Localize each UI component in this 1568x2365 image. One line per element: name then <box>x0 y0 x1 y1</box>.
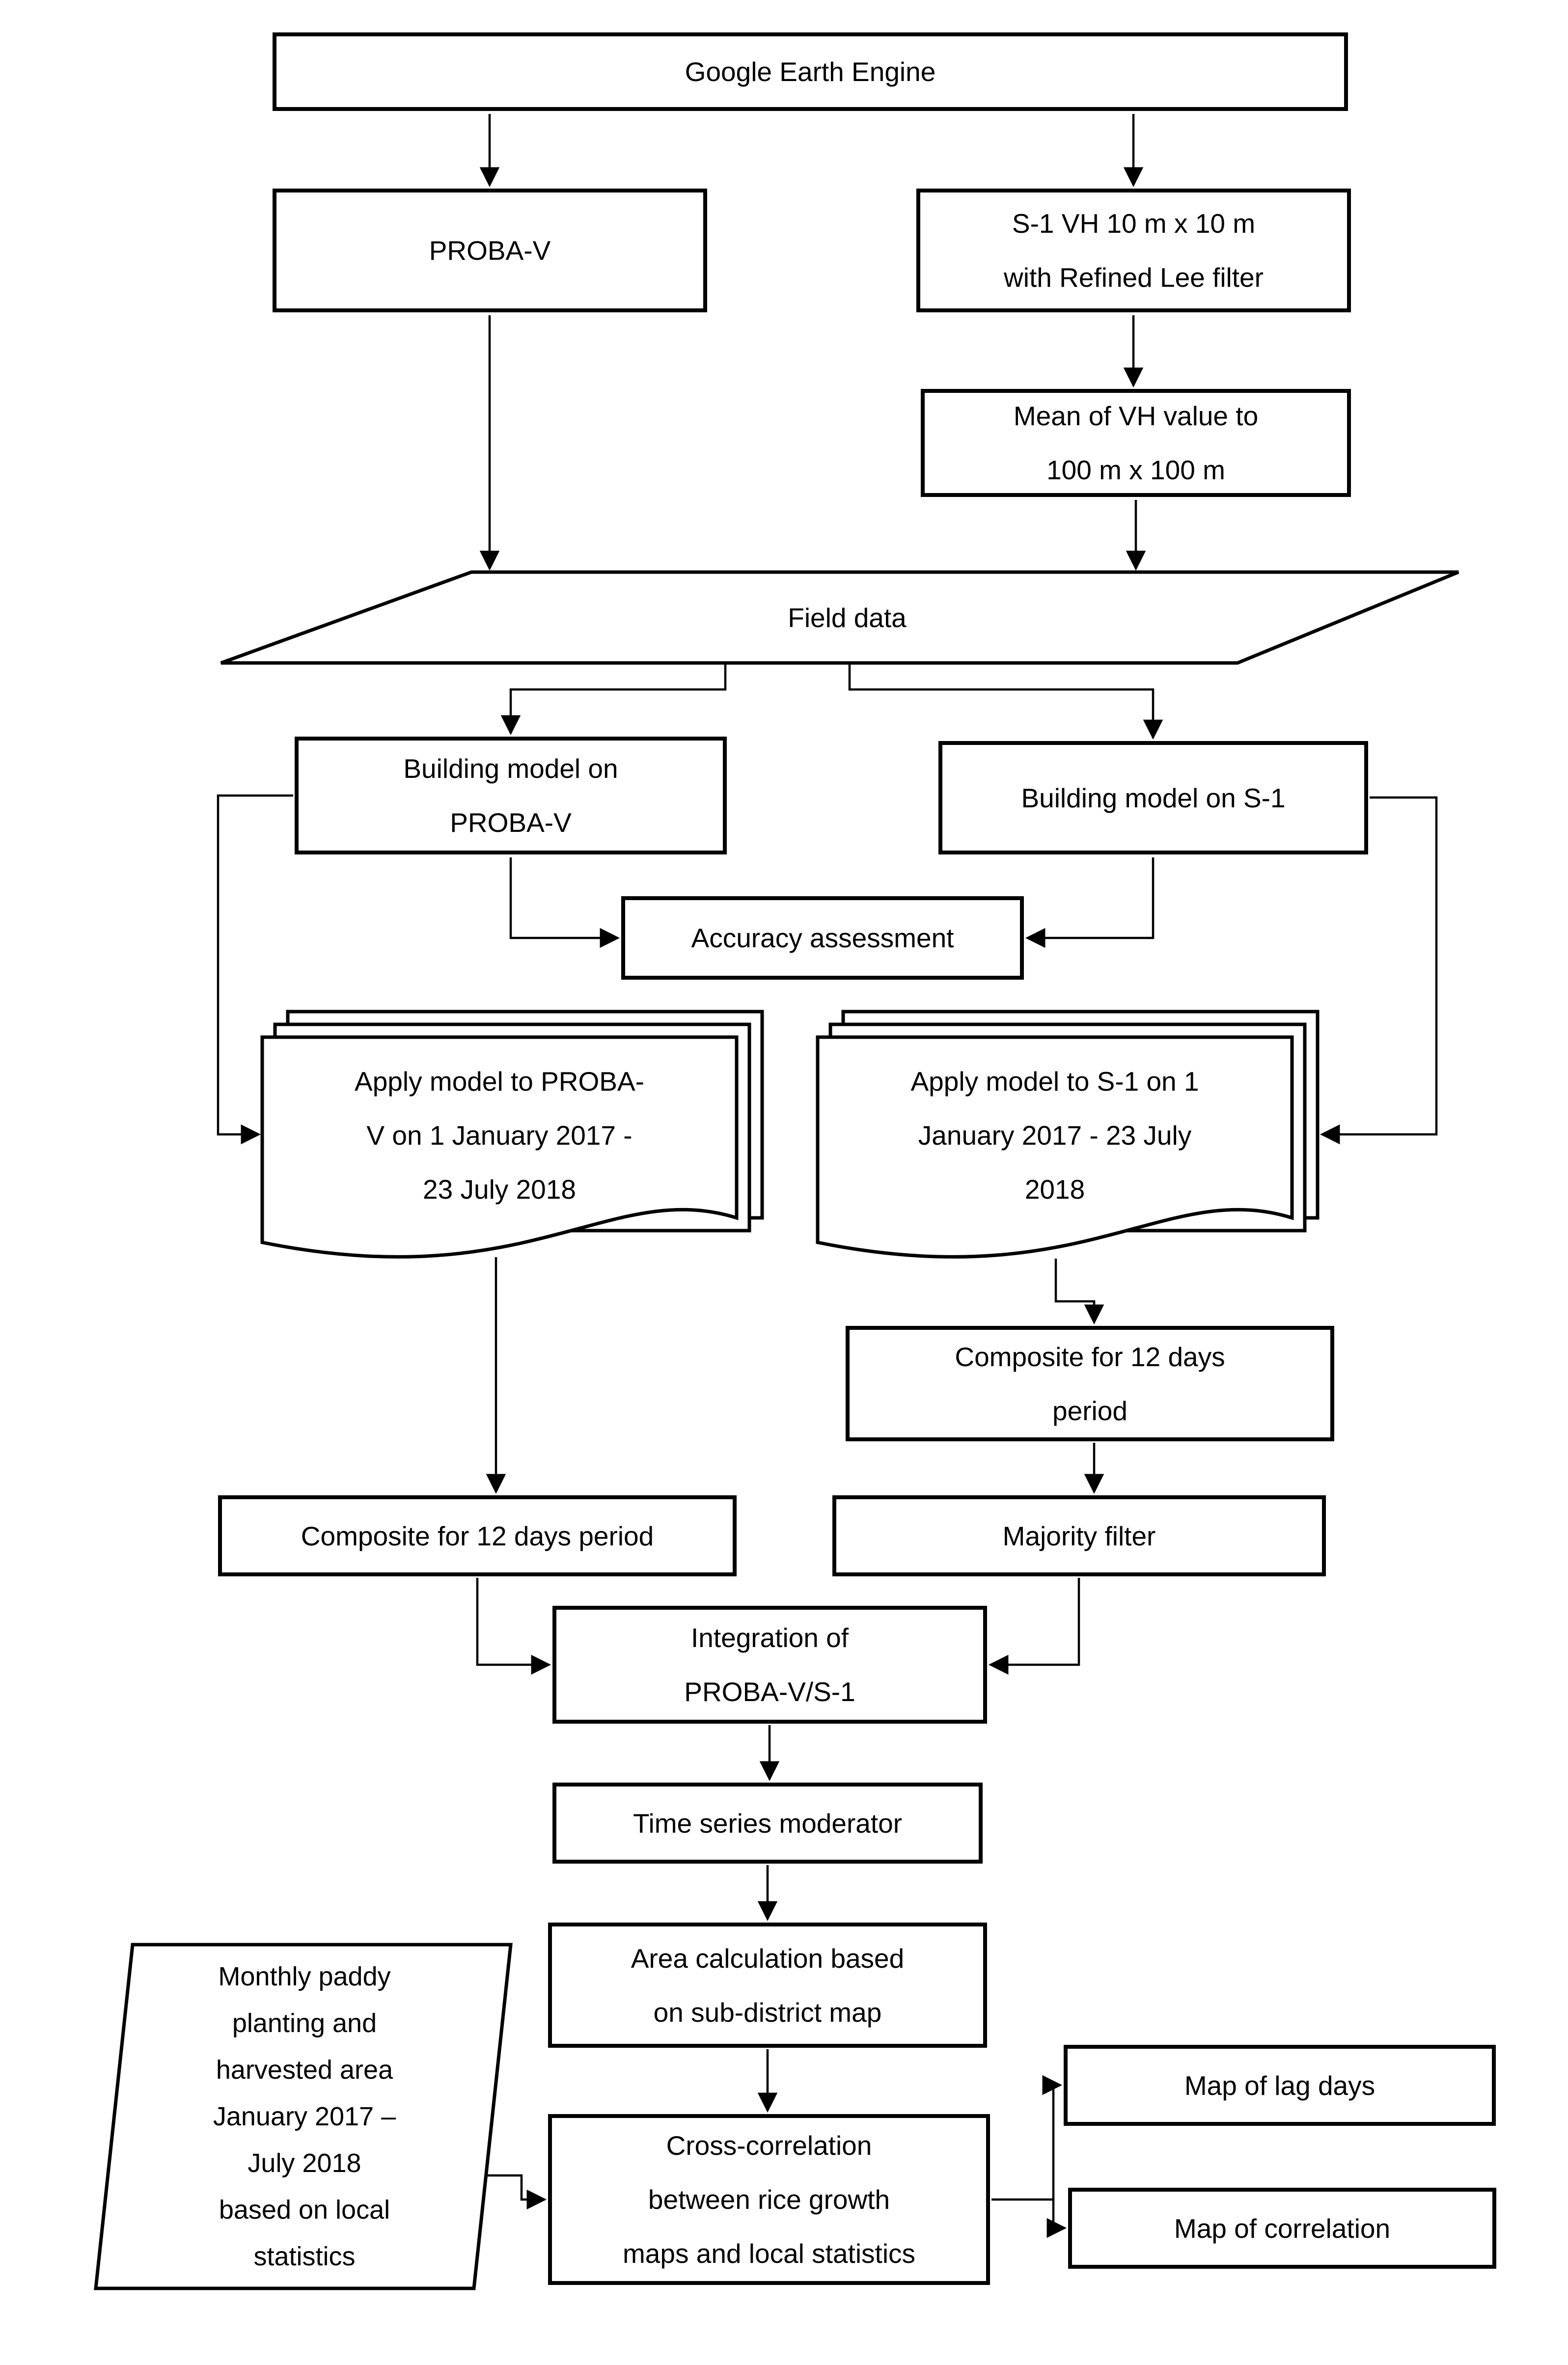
node-accuracy-assessment: Accuracy assessment <box>621 896 1024 980</box>
node-mean-vh: Mean of VH value to 100 m x 100 m <box>921 389 1351 497</box>
arrow-crosscorr-to-maplag <box>991 2075 1063 2201</box>
node-cross-correlation: Cross-correlation between rice growth ma… <box>548 2114 990 2285</box>
label-apply-model-s1: Apply model to S-1 on 1 January 2017 - 2… <box>910 1066 1199 1205</box>
node-composite-s1: Composite for 12 days period <box>846 1326 1334 1441</box>
arrow-majority-to-integration <box>988 1578 1080 1675</box>
label-apply-model-proba-v: Apply model to PROBA- V on 1 January 201… <box>355 1066 644 1205</box>
label-local-statistics: Monthly paddy planting and harvested are… <box>213 1961 396 2271</box>
local-statistics-parallelogram <box>94 1943 513 2290</box>
arrow-bm-s1-to-doc <box>1320 796 1438 1145</box>
apply-model-proba-v-document-stack <box>260 1010 764 1259</box>
arrow-doc-s1-to-composite <box>1054 1259 1104 1325</box>
arrow-bm-s1-to-accuracy <box>1025 857 1155 948</box>
field-data-parallelogram <box>220 570 1459 665</box>
node-s1-vh: S-1 VH 10 m x 10 m with Refined Lee filt… <box>916 189 1351 312</box>
arrow-bm-probav-to-doc <box>217 794 293 1145</box>
arrow-bm-probav-to-accuracy <box>509 857 620 948</box>
arrow-fielddata-to-bm-probav <box>500 664 727 736</box>
node-map-of-correlation: Map of correlation <box>1068 2188 1496 2269</box>
node-time-series-moderator: Time series moderator <box>552 1783 983 1864</box>
node-building-model-s1: Building model on S-1 <box>938 741 1368 854</box>
apply-model-s1-document-stack <box>816 1010 1320 1259</box>
arrow-fielddata-to-bm-s1 <box>848 664 1163 740</box>
node-composite-proba-v: Composite for 12 days period <box>218 1495 737 1576</box>
arrow-composite-pv-to-integration <box>476 1578 551 1675</box>
node-majority-filter: Majority filter <box>832 1495 1326 1576</box>
node-integration: Integration of PROBA-V/S-1 <box>552 1606 987 1724</box>
node-map-of-lag-days: Map of lag days <box>1064 2045 1496 2126</box>
label-field-data: Field data <box>788 602 907 633</box>
arrow-statistics-to-crosscorr <box>485 2174 547 2210</box>
arrow-crosscorr-to-mapcorr <box>1046 2200 1067 2238</box>
node-building-model-proba-v: Building model on PROBA-V <box>295 737 727 854</box>
node-proba-v: PROBA-V <box>273 189 707 312</box>
node-area-calculation: Area calculation based on sub-district m… <box>548 1923 987 2048</box>
node-google-earth-engine: Google Earth Engine <box>273 32 1348 111</box>
